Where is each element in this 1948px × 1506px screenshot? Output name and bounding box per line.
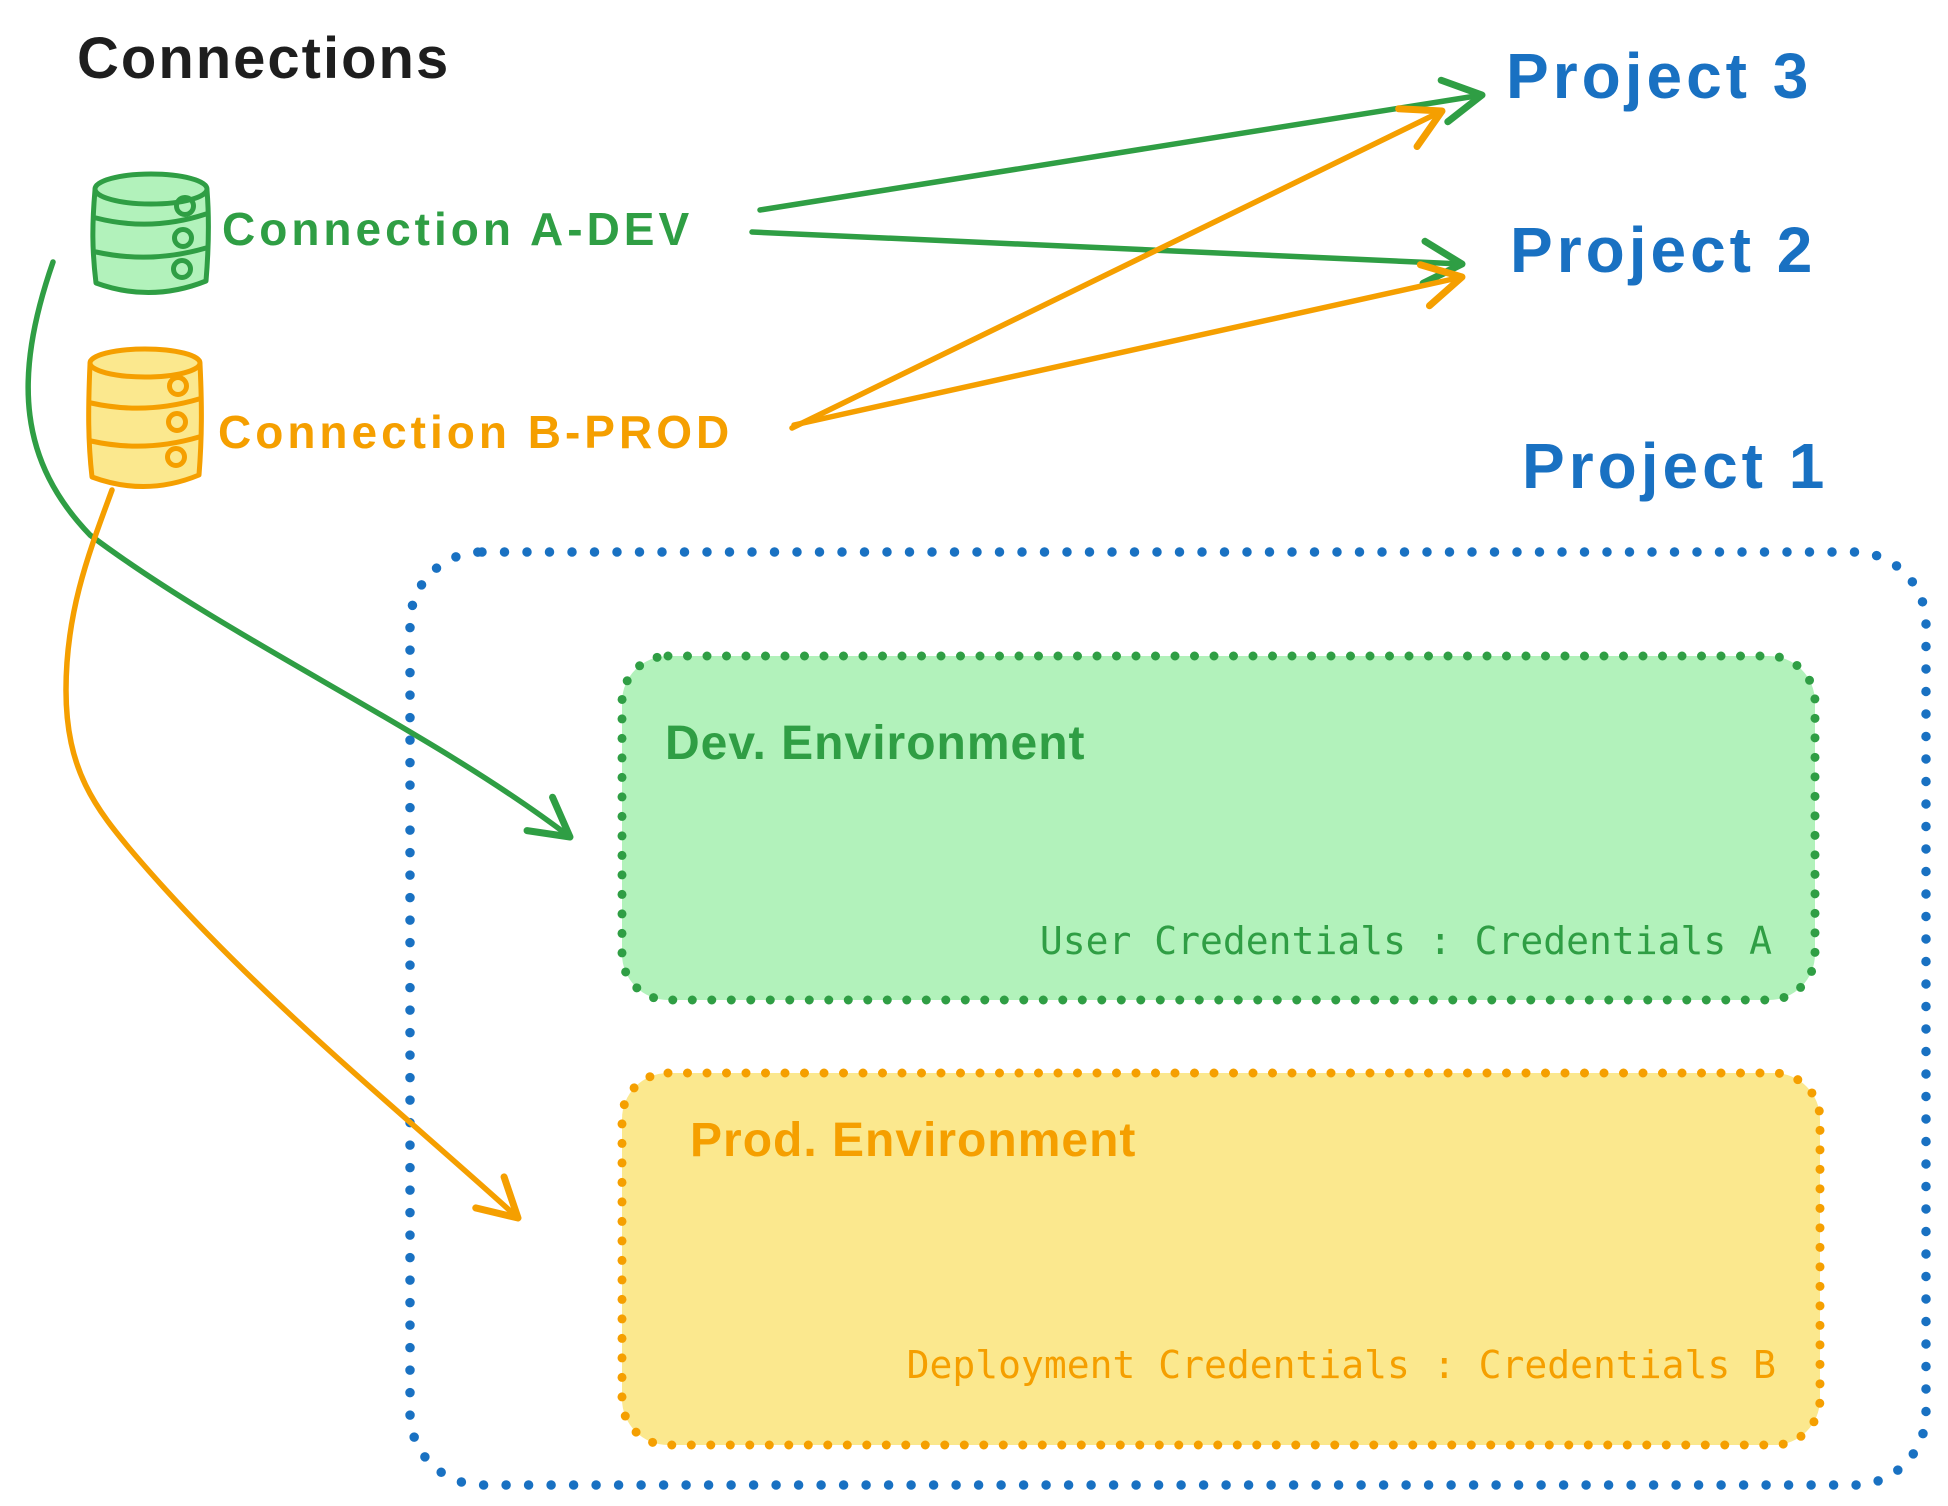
dev-credentials-text: User Credentials : Credentials A <box>1039 919 1772 963</box>
database-icon-b-prod <box>86 346 204 490</box>
database-divider <box>88 434 202 449</box>
prod-environment-title: Prod. Environment <box>690 1114 1137 1167</box>
arrow-a-dev-to-dev-environment <box>25 259 574 841</box>
database-divider <box>88 396 202 411</box>
database-divider <box>93 211 209 227</box>
connection-a-dev-label: Connection A-DEV <box>222 203 694 255</box>
arrow-b-prod-to-project-2 <box>791 261 1466 428</box>
database-dot <box>166 411 188 433</box>
connections-title: Connections <box>77 26 451 91</box>
connection-b-prod-label: Connection B-PROD <box>218 406 734 458</box>
project-2-label: Project 2 <box>1510 214 1817 286</box>
dev-environment-title: Dev. Environment <box>665 717 1086 770</box>
database-top <box>92 171 210 207</box>
dev-environment-box <box>617 651 1820 1005</box>
project-3-label: Project 3 <box>1506 40 1813 112</box>
database-top <box>87 346 203 380</box>
project-1-label: Project 1 <box>1522 430 1829 502</box>
arrow-a-dev-to-project-3 <box>757 76 1486 213</box>
database-dot <box>172 227 194 249</box>
database-dot <box>165 446 187 468</box>
database-body <box>90 187 211 296</box>
database-icon-a-dev <box>90 171 211 296</box>
prod-environment-box <box>617 1068 1825 1450</box>
database-dot <box>167 375 189 397</box>
arrow-b-prod-to-project-3 <box>789 105 1446 431</box>
database-dot <box>174 195 196 217</box>
arrow-a-dev-to-project-2 <box>749 229 1466 287</box>
database-divider <box>93 245 209 260</box>
database-dot <box>171 258 193 280</box>
arrow-b-prod-to-prod-environment <box>63 487 522 1222</box>
prod-credentials-text: Deployment Credentials : Credentials B <box>906 1343 1776 1387</box>
